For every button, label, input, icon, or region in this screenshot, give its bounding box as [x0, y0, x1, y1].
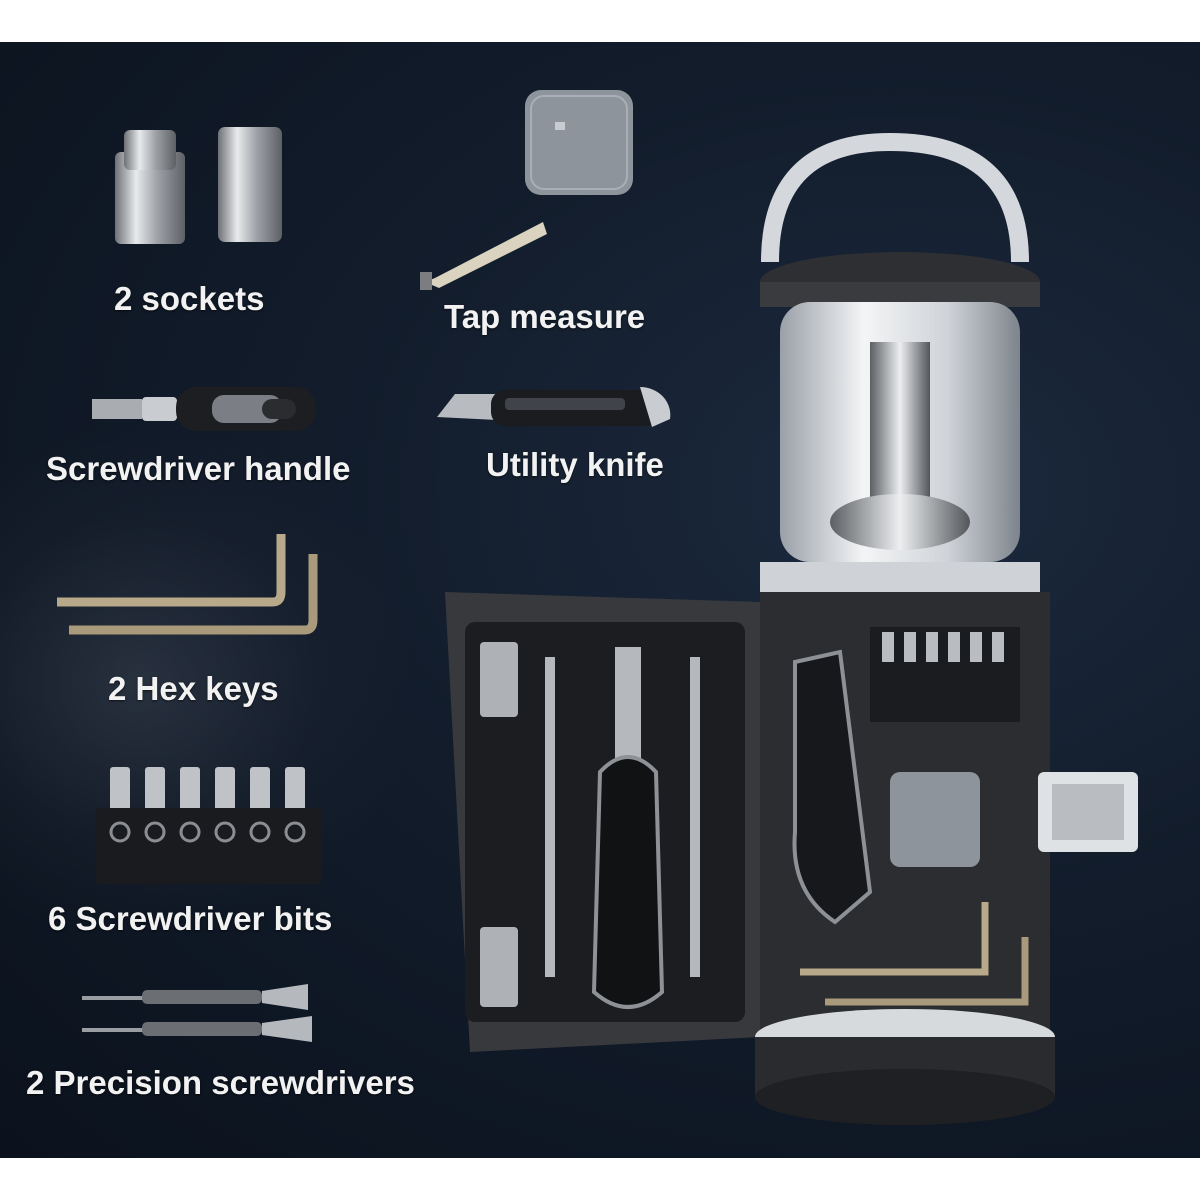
label-screwdriver-bits: 6 Screwdriver bits	[48, 900, 333, 937]
bit-set-icon	[96, 767, 322, 884]
utility-knife-icon	[437, 386, 671, 427]
label-hex-keys: 2 Hex keys	[108, 670, 279, 707]
screwdriver-handle-icon	[92, 387, 316, 431]
tape-measure-icon	[420, 90, 633, 290]
precision-screwdriver-icon	[82, 984, 312, 1042]
socket-icon	[115, 127, 282, 244]
label-tape-measure: Tap measure	[444, 298, 646, 335]
label-screwdriver-handle: Screwdriver handle	[46, 450, 351, 487]
product-image-panel: 2 sockets Tap measure Screwdriver handle…	[0, 42, 1200, 1158]
lantern-toolkit-icon	[445, 132, 1138, 1125]
label-sockets: 2 sockets	[114, 280, 265, 317]
label-precision-screwdrivers: 2 Precision screwdrivers	[26, 1064, 415, 1101]
label-utility-knife: Utility knife	[486, 446, 664, 483]
hex-key-icon	[57, 534, 318, 635]
